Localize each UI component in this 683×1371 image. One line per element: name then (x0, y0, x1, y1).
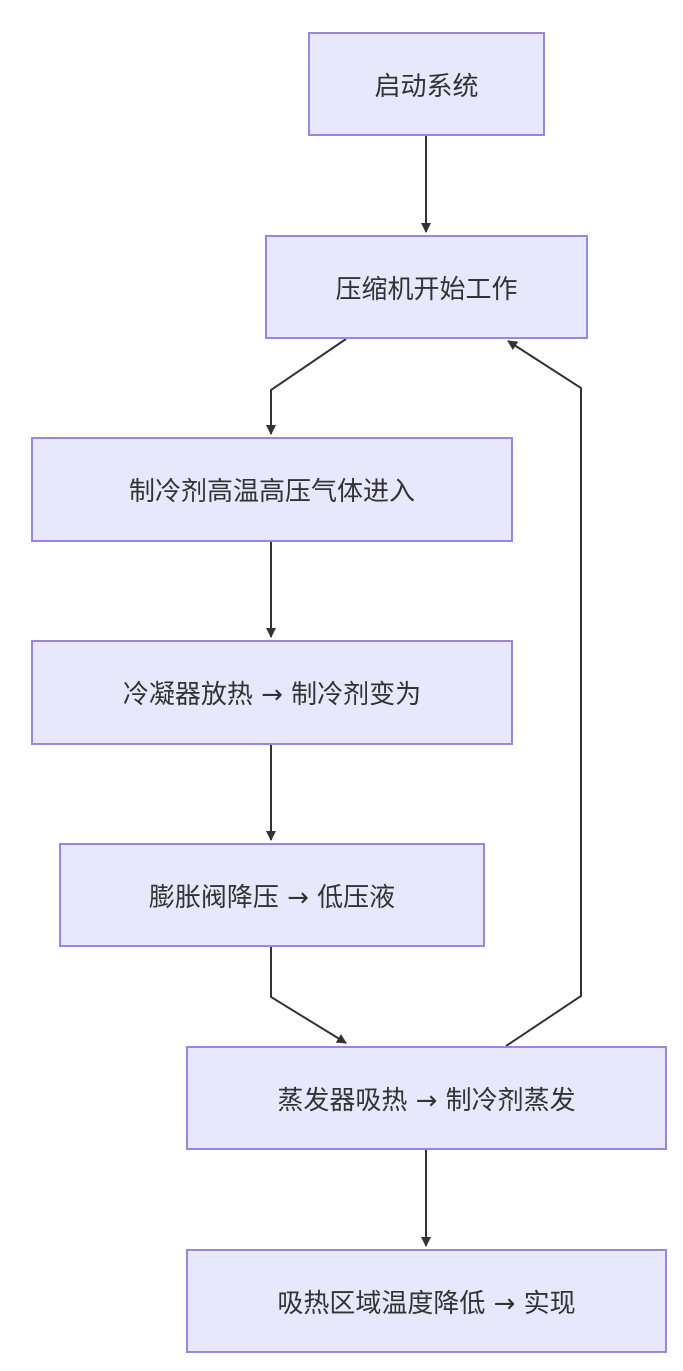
edge-f-to-b-loop (505, 340, 582, 1047)
node-label: 冷凝器放热 → 制冷剂变为 (122, 680, 422, 710)
node-evaporator-absorbs-heat: 蒸发器吸热 → 制冷剂蒸发 (186, 1046, 667, 1150)
node-expansion-valve: 膨胀阀降压 → 低压液 (59, 843, 485, 947)
node-start-system: 启动系统 (308, 32, 545, 136)
node-label: 蒸发器吸热 → 制冷剂蒸发 (277, 1085, 576, 1116)
node-label: 吸热区域温度降低 → 实现 (277, 1288, 576, 1319)
node-label: 膨胀阀降压 → 低压液 (148, 882, 396, 913)
node-label: 制冷剂高温高压气体进入 (128, 477, 415, 507)
node-refrigerant-gas-enters: 制冷剂高温高压气体进入 (31, 437, 513, 542)
node-compressor-start: 压缩机开始工作 (265, 235, 588, 339)
node-condenser-releases-heat: 冷凝器放热 → 制冷剂变为 (31, 640, 513, 745)
node-label: 启动系统 (374, 71, 479, 102)
node-temperature-drops: 吸热区域温度降低 → 实现 (186, 1249, 667, 1353)
edge-e-to-f (270, 947, 347, 1044)
node-label: 压缩机开始工作 (335, 274, 518, 305)
edge-b-to-c (266, 338, 347, 435)
